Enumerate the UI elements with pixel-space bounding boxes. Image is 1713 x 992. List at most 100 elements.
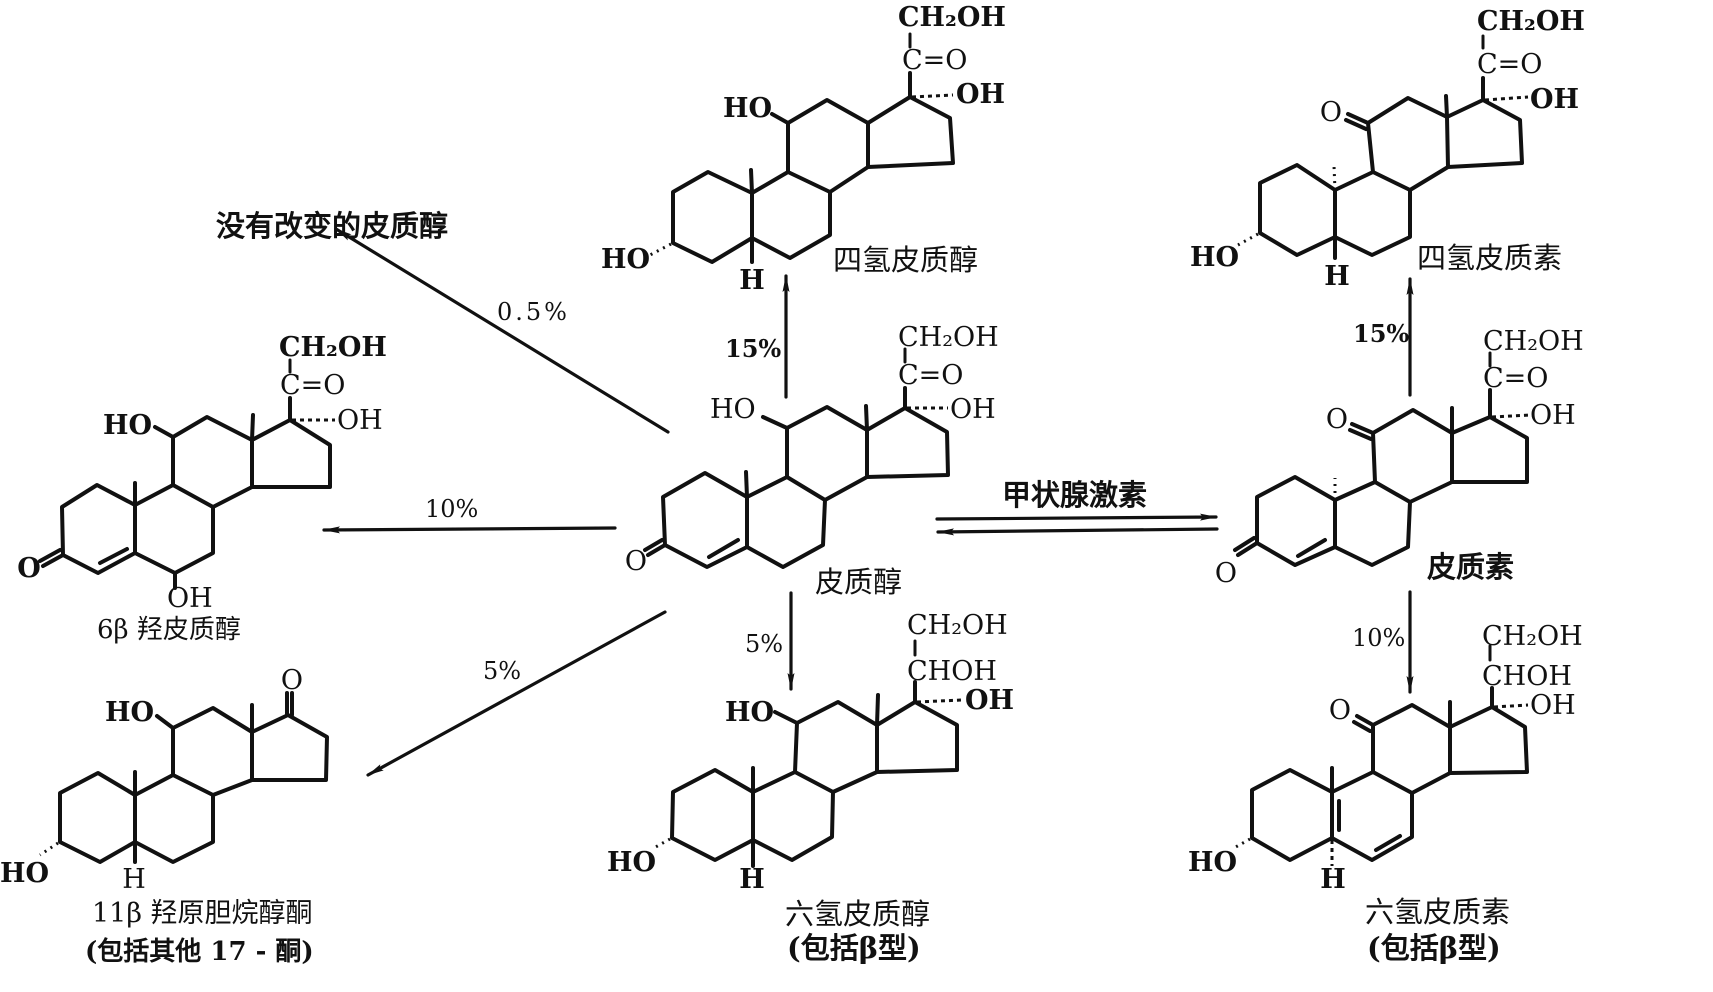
arrow-to-hexahydrocortisone: 10% <box>1352 590 1414 694</box>
steroid-skeleton <box>670 680 959 868</box>
arrow-to-tetrahydrocortisol: 15% <box>725 274 790 399</box>
steroid-skeleton <box>643 386 950 569</box>
steroid-skeleton <box>1258 76 1524 260</box>
thyroid-hormone-label: 甲状腺激素 <box>1002 478 1147 512</box>
forward-arrow <box>935 513 1218 521</box>
percent-label: 10% <box>425 495 478 523</box>
h5-label: H <box>739 864 765 895</box>
o11-label: O <box>1326 404 1348 435</box>
steroid-skeleton <box>671 71 955 264</box>
o3-label: O <box>1215 558 1237 589</box>
compound-name: 四氢皮质醇 <box>833 243 978 277</box>
molecule-cortisone: CH₂OH C=O OH O O 皮质素 <box>1215 326 1584 589</box>
carbonyl-label: C=O <box>1483 363 1548 394</box>
arrow-to-6beta-hydroxycortisol: 10% <box>322 495 617 534</box>
o11-label: O <box>1329 695 1351 726</box>
compound-name: 皮质醇 <box>815 565 902 599</box>
unchanged-cortisol-label: 没有改变的皮质醇 <box>216 209 448 243</box>
steroid-skeleton <box>1233 388 1529 567</box>
ho11-label: HO <box>725 697 774 728</box>
carbonyl-label: C=O <box>902 45 967 76</box>
ch2oh-label: CH₂OH <box>1477 6 1585 37</box>
h5-label: H <box>739 265 765 296</box>
ho-alpha-bond <box>39 841 59 857</box>
compound-name: 皮质素 <box>1427 550 1514 584</box>
compound-note: (包括β型) <box>787 931 921 965</box>
oh6-label: OH <box>167 583 213 614</box>
percent-label: 5% <box>483 657 521 685</box>
arrow-line <box>334 227 670 434</box>
ch2oh-label: CH₂OH <box>898 2 1006 33</box>
choh-label: CHOH <box>1482 661 1572 692</box>
ho11-label: HO <box>723 93 772 124</box>
carbonyl-label: C=O <box>280 370 345 401</box>
oh17-label: OH <box>1530 400 1576 431</box>
o3-label: O <box>625 546 647 577</box>
molecule-tetrahydrocortisol: CH₂OH C=O OH HO HO H 四氢皮质醇 <box>601 2 1006 296</box>
compound-name: 6β 羟皮质醇 <box>97 615 241 645</box>
oh-alpha-bond <box>911 93 954 99</box>
molecule-cortisol: CH₂OH C=O OH HO O 皮质醇 <box>625 322 999 599</box>
steroid-skeleton <box>1250 686 1529 862</box>
molecule-tetrahydrocortisone: CH₂OH C=O OH O HO H 四氢皮质素 <box>1190 6 1585 292</box>
arrow-to-11beta-hydroxyetiocholanolone: 5% <box>366 610 667 777</box>
steroid-skeleton <box>38 396 332 590</box>
ch2oh-label: CH₂OH <box>1482 621 1583 652</box>
oh17-label: OH <box>950 394 996 425</box>
carbonyl-label: C=O <box>1477 49 1542 80</box>
h5-label: H <box>122 864 146 895</box>
methyl-bond <box>1332 165 1337 191</box>
o11-label: O <box>1320 97 1342 128</box>
arrow-to-unchanged: 0.5% <box>334 227 670 434</box>
arrow-to-hexahydrocortisol: 5% <box>745 591 795 691</box>
ch2oh-label: CH₂OH <box>279 332 387 363</box>
molecule-11beta-hydroxyetiocholanolone: O HO HO H 11β 羟原胆烷醇酮 (包括其他 17 - 酮) <box>0 665 329 967</box>
oh17-label: OH <box>965 685 1014 716</box>
oh17-label: OH <box>956 79 1005 110</box>
ho3-label: HO <box>1188 847 1237 878</box>
h5-label: H <box>1324 261 1350 292</box>
ho-alpha-bond <box>649 242 672 257</box>
percent-label: 15% <box>1353 319 1409 348</box>
ho-alpha-bond <box>1237 232 1259 247</box>
ho3-label: HO <box>601 244 650 275</box>
o3-label: O <box>17 553 41 584</box>
oh-alpha-bond <box>1484 95 1529 102</box>
carbonyl-label: C=O <box>898 360 963 391</box>
molecule-6beta-hydroxycortisol: CH₂OH C=O OH HO O OH 6β 羟皮质醇 <box>17 332 387 645</box>
o17-label: O <box>281 665 303 696</box>
oh17-label: OH <box>337 405 383 436</box>
choh-label: CHOH <box>907 656 997 687</box>
h5-label: H <box>1320 864 1346 895</box>
molecule-hexahydrocortisol: CH₂OH CHOH OH HO HO H 六氢皮质醇 (包括β型) <box>607 610 1014 965</box>
compound-name: 四氢皮质素 <box>1417 241 1562 275</box>
compound-note: (包括其他 17 - 酮) <box>85 936 314 967</box>
compound-name: 11β 羟原胆烷醇酮 <box>92 898 313 929</box>
ch2oh-label: CH₂OH <box>907 610 1008 641</box>
oh-alpha-bond <box>916 698 963 704</box>
equilibrium-arrows-thyroid-hormone: 甲状腺激素 <box>935 478 1219 536</box>
ho-alpha-bond <box>1233 837 1251 850</box>
ho3-label: HO <box>0 858 49 889</box>
ho11-label: HO <box>105 697 154 728</box>
oh17-label: OH <box>1530 690 1576 721</box>
percent-label: 5% <box>745 630 783 658</box>
ch2oh-label: CH₂OH <box>898 322 999 353</box>
oh-alpha-bond <box>1491 413 1531 419</box>
molecule-hexahydrocortisone: CH₂OH CHOH OH O HO H 六氢皮质素 (包括β型) <box>1188 621 1583 965</box>
ho11-label: HO <box>710 394 756 425</box>
steroid-skeleton <box>58 691 329 864</box>
ho3-label: HO <box>1190 242 1239 273</box>
oh-alpha-bond <box>1493 703 1529 709</box>
reverse-arrow <box>936 527 1219 536</box>
compound-note: (包括β型) <box>1367 931 1501 965</box>
ho11-label: HO <box>103 410 152 441</box>
compound-name: 六氢皮质醇 <box>785 897 930 931</box>
percent-label: 10% <box>1352 624 1405 652</box>
arrow-line <box>366 610 667 777</box>
ch2oh-label: CH₂OH <box>1483 326 1584 357</box>
arrow-line <box>322 526 617 534</box>
arrow-to-tetrahydrocortisone: 15% <box>1353 277 1414 397</box>
